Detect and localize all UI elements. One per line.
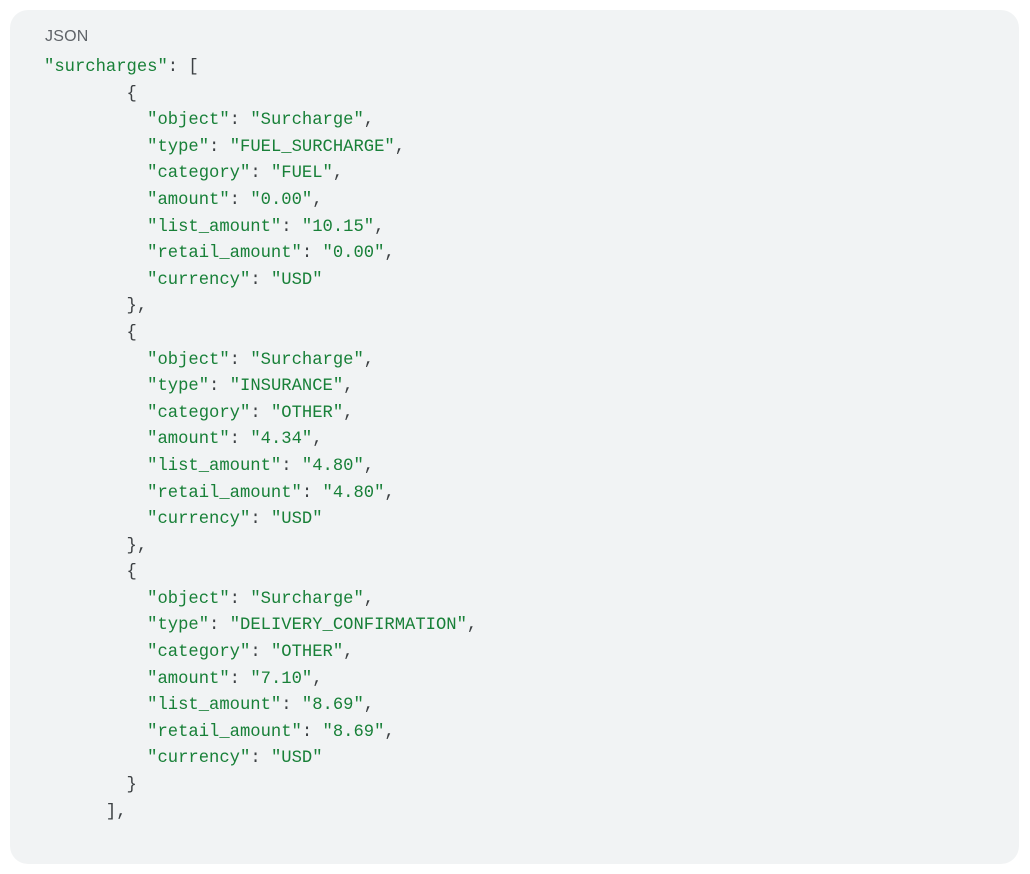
json-value: "USD": [270, 510, 323, 530]
json-value: "4.80": [322, 483, 385, 503]
json-value: "0.00": [250, 190, 313, 210]
json-value: "8.69": [322, 722, 385, 742]
json-key: "type": [147, 616, 210, 636]
code-line-list_amount: "list_amount": "10.15",: [147, 217, 385, 237]
code-line-root: "surcharges": [: [44, 58, 199, 77]
json-key: "list_amount": [147, 456, 282, 476]
code-line-type: "type": "FUEL_SURCHARGE",: [147, 137, 406, 157]
code-line-brace-close: }: [44, 776, 137, 796]
json-value: "OTHER": [270, 403, 344, 423]
code-line-object: "object": "Surcharge",: [147, 350, 375, 370]
json-value: "INSURANCE": [229, 377, 344, 397]
code-line-retail_amount: "retail_amount": "0.00",: [147, 244, 395, 264]
json-value: "DELIVERY_CONFIRMATION": [229, 616, 467, 636]
json-key: "list_amount": [147, 696, 282, 716]
code-line-currency: "currency": "USD": [147, 749, 323, 769]
json-value: "OTHER": [270, 643, 344, 663]
code-line-currency: "currency": "USD": [147, 510, 323, 530]
code-line-type: "type": "DELIVERY_CONFIRMATION",: [147, 616, 478, 636]
json-key: "amount": [147, 669, 230, 689]
json-key: "retail_amount": [147, 722, 302, 742]
json-key: "list_amount": [147, 217, 282, 237]
json-value: "FUEL": [270, 164, 333, 184]
json-value: "10.15": [301, 217, 375, 237]
code-line-category: "category": "FUEL",: [147, 164, 344, 184]
json-key: "object": [147, 111, 230, 131]
code-line-brace-open: {: [44, 323, 137, 343]
json-value: "FUEL_SURCHARGE": [229, 137, 395, 157]
code-line-amount: "amount": "4.34",: [147, 430, 323, 450]
json-key: "currency": [147, 749, 251, 769]
json-value: "Surcharge": [250, 350, 364, 370]
json-value: "0.00": [322, 244, 385, 264]
code-line-currency: "currency": "USD": [147, 270, 323, 290]
code-block: JSON "surcharges": [ { "object": "Surcha…: [10, 10, 1019, 864]
json-key: "amount": [147, 190, 230, 210]
json-key: "category": [147, 164, 251, 184]
code-line-brace-close: },: [44, 297, 148, 317]
code-line-retail_amount: "retail_amount": "4.80",: [147, 483, 395, 503]
code-line-amount: "amount": "0.00",: [147, 190, 323, 210]
code-line-object: "object": "Surcharge",: [147, 589, 375, 609]
json-value: "8.69": [301, 696, 364, 716]
json-key: "currency": [147, 270, 251, 290]
code-content[interactable]: "surcharges": [ { "object": "Surcharge",…: [44, 55, 477, 826]
code-line-type: "type": "INSURANCE",: [147, 377, 354, 397]
code-language-label: JSON: [45, 28, 89, 45]
json-key: "category": [147, 403, 251, 423]
json-key: "type": [147, 377, 210, 397]
json-key: "type": [147, 137, 210, 157]
code-line-category: "category": "OTHER",: [147, 403, 354, 423]
code-line-array-close: ],: [44, 802, 127, 822]
code-line-category: "category": "OTHER",: [147, 643, 354, 663]
code-line-brace-open: {: [44, 563, 137, 583]
json-key: "retail_amount": [147, 244, 302, 264]
json-value: "Surcharge": [250, 589, 364, 609]
json-value: "USD": [270, 270, 323, 290]
code-line-brace-close: },: [44, 536, 148, 556]
json-key: "retail_amount": [147, 483, 302, 503]
json-key: "surcharges": [44, 58, 168, 77]
json-value: "7.10": [250, 669, 313, 689]
code-line-list_amount: "list_amount": "8.69",: [147, 696, 375, 716]
json-key: "object": [147, 589, 230, 609]
json-key: "currency": [147, 510, 251, 530]
code-line-brace-open: {: [44, 84, 137, 104]
code-line-retail_amount: "retail_amount": "8.69",: [147, 722, 395, 742]
json-key: "object": [147, 350, 230, 370]
json-key: "category": [147, 643, 251, 663]
code-line-list_amount: "list_amount": "4.80",: [147, 456, 375, 476]
json-value: "USD": [270, 749, 323, 769]
json-value: "Surcharge": [250, 111, 364, 131]
json-value: "4.80": [301, 456, 364, 476]
json-value: "4.34": [250, 430, 313, 450]
json-key: "amount": [147, 430, 230, 450]
code-line-amount: "amount": "7.10",: [147, 669, 323, 689]
code-line-object: "object": "Surcharge",: [147, 111, 375, 131]
